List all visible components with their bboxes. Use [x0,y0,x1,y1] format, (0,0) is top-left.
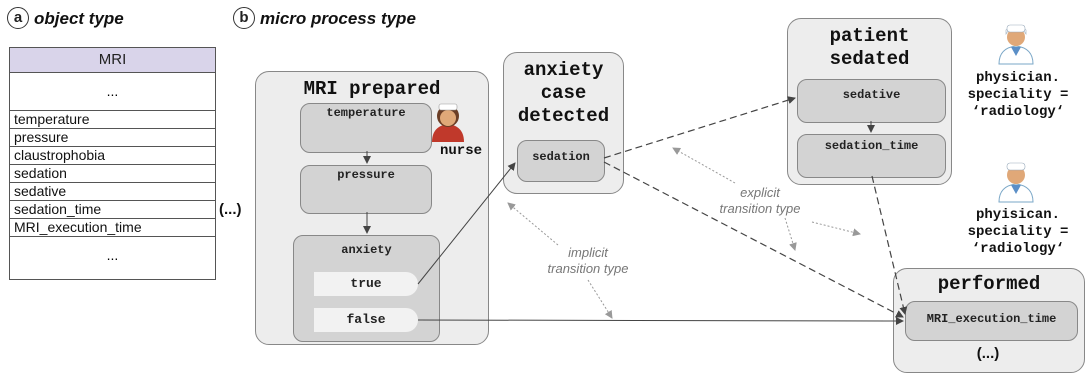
state-performed-title: performed [937,273,1041,295]
role-physician-2: phyisican. speciality = ‘radiology‘ [951,207,1085,258]
step-mri-execution-time: MRI_execution_time [905,301,1078,341]
step-pressure-label: pressure [337,168,395,182]
step-mri-execution-time-label: MRI_execution_time [926,312,1057,326]
annotation-implicit: implicit transition type [533,245,643,277]
attribute-claustrophobia: claustrophobia [10,147,215,165]
physician-icon-1 [998,24,1034,65]
attribute-pressure: pressure [10,129,215,147]
panel-b-badge: b [233,7,255,29]
role-physician-2-line-3: ‘radiology‘ [971,241,1065,257]
option-true: true [314,272,418,296]
dashed-sedation-to-sedative [603,96,796,159]
role-physician-1-line-2: speciality = [967,87,1069,103]
object-type-table: MRI ... temperature pressure claustropho… [9,47,216,280]
step-sedation: sedation [517,140,605,182]
pointer-explicit-3 [811,221,861,237]
option-false: false [314,308,418,332]
step-temperature-label: temperature [326,106,406,120]
attribute-sedation-time: sedation_time [10,201,215,219]
step-pressure: pressure [300,165,432,214]
step-sedation-time: sedation_time [797,134,946,178]
step-sedative: sedative [797,79,946,123]
role-physician-2-line-1: phyisican. [975,207,1060,223]
step-anxiety-label: anxiety [341,243,392,257]
state-sedated-title-line-1: patient [829,25,910,47]
attribute-sedative: sedative [10,183,215,201]
annotation-explicit-line-2: transition type [719,201,801,216]
pointer-explicit-2 [784,217,797,251]
role-physician-1-line-1: physician. [975,70,1060,86]
state-anxiety-title-line-3: detected [517,105,610,127]
attribute-sedation: sedation [10,165,215,183]
object-type-name: MRI [10,48,215,73]
role-physician-1-line-3: ‘radiology‘ [971,104,1065,120]
physician-icon-2 [998,162,1034,203]
step-sedation-label: sedation [532,150,590,164]
object-type-bottom-ellipsis: ... [106,247,119,263]
arrow-false-to-mri-execution-time [417,316,904,325]
state-anxiety-title-line-1: anxiety [523,59,604,81]
role-physician-1: physician. speciality = ‘radiology‘ [951,70,1085,121]
pointer-explicit-1 [672,147,736,184]
state-sedated-title-line-2: sedated [829,48,910,70]
panel-a-title: object type [34,9,124,28]
annotation-explicit: explicit transition type [705,185,815,217]
annotation-explicit-line-1: explicit [740,185,780,200]
pointer-implicit-1 [507,202,559,246]
object-type-more: (...) [219,201,242,218]
attribute-mri-execution-time: MRI_execution_time [10,219,215,237]
pointer-implicit-2 [587,279,613,319]
annotation-implicit-line-1: implicit [568,245,608,260]
state-anxiety-title-line-2: case [540,82,587,104]
step-temperature: temperature [300,103,432,153]
role-physician-2-line-2: speciality = [967,224,1069,240]
attribute-temperature: temperature [10,111,215,129]
state-mri-prepared-title: MRI prepared [303,78,441,100]
role-nurse: nurse [439,143,482,159]
annotation-implicit-line-2: transition type [547,261,629,276]
object-type-top-ellipsis: ... [10,73,215,111]
step-sedative-label: sedative [842,88,901,102]
state-performed-more: (...) [976,345,1000,362]
step-sedation-time-label: sedation_time [824,139,919,153]
panel-b-title: micro process type [260,9,416,28]
panel-a-badge: a [7,7,29,29]
